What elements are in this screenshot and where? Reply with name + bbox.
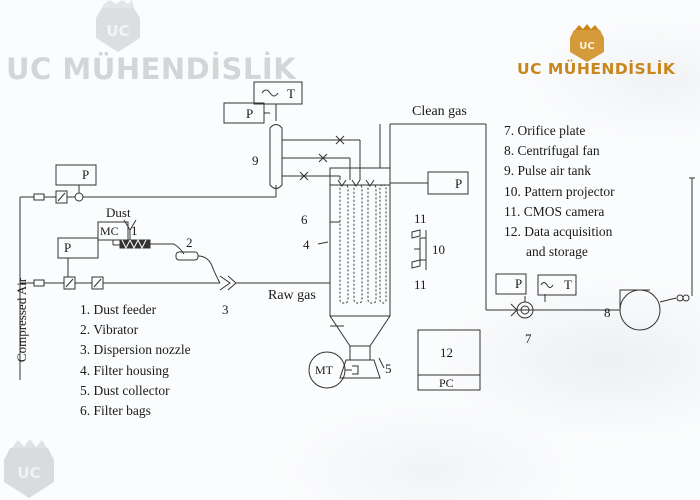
legend-item: 3. Dispersion nozzle xyxy=(80,342,191,358)
watermark-badge-bottom-text: UC xyxy=(17,464,40,482)
label-num-11-top: 11 xyxy=(414,211,427,226)
filter-housing xyxy=(329,167,391,379)
clean-gas-duct xyxy=(379,123,620,311)
label-num-2: 2 xyxy=(186,235,193,250)
pressure-gauge-tank xyxy=(223,102,265,124)
label-compressed-air: Compressed Air xyxy=(14,277,29,363)
pc-box xyxy=(417,329,481,391)
watermark-brand-gold: UC MÜHENDİSLİK xyxy=(517,60,676,78)
label-p-housing: P xyxy=(455,176,463,191)
label-num-9: 9 xyxy=(252,153,259,168)
label-num-12: 12 xyxy=(440,345,453,360)
label-t-orifice: T xyxy=(564,277,572,292)
label-raw-gas: Raw gas xyxy=(268,288,316,303)
pressure-gauge-orifice xyxy=(495,273,527,295)
label-mt: MT xyxy=(315,363,333,377)
label-num-8: 8 xyxy=(604,305,611,320)
pressure-gauge-upper xyxy=(55,164,97,186)
legend-item: 5. Dust collector xyxy=(80,382,170,398)
legend-item: 2. Vibrator xyxy=(80,322,139,338)
watermark-brand-gray: UC MÜHENDİSLİK xyxy=(6,52,297,86)
temperature-gauge-tank xyxy=(253,81,303,105)
dust-feeder xyxy=(97,219,185,255)
legend-right: 7. Orifice plate 8. Centrifugal fan 9. P… xyxy=(504,121,615,262)
upper-air-line xyxy=(33,185,270,204)
legend-item: 11. CMOS camera xyxy=(504,203,605,219)
label-pc: PC xyxy=(439,376,454,390)
label-mc: MC xyxy=(100,224,119,238)
orifice-plate xyxy=(510,294,546,319)
pulse-air-tank xyxy=(269,114,361,198)
lower-air-line xyxy=(33,258,220,290)
label-num-6: 6 xyxy=(301,212,308,227)
watermark-badge-gray-bottom: UC xyxy=(4,439,54,498)
filter-bags xyxy=(339,184,387,304)
label-num-4: 4 xyxy=(303,237,310,252)
dispersion-nozzle xyxy=(219,275,330,291)
label-t-tank: T xyxy=(287,86,295,101)
label-p-upper: P xyxy=(82,167,90,182)
pattern-projector-and-cameras xyxy=(411,229,427,270)
label-dust: Dust xyxy=(106,205,131,220)
watermark-badge-gold: UC xyxy=(570,24,604,62)
label-num-3: 3 xyxy=(222,302,229,317)
centrifugal-fan xyxy=(619,177,695,331)
label-num-11-bottom: 11 xyxy=(414,277,427,292)
legend-item: 1. Dust feeder xyxy=(80,302,157,317)
label-num-7: 7 xyxy=(525,331,532,346)
label-p-tank: P xyxy=(246,106,254,121)
legend-left: 1. Dust feeder 2. Vibrator 3. Dispersion… xyxy=(80,300,191,421)
legend-item: 9. Pulse air tank xyxy=(504,163,591,179)
legend-item: 6. Filter bags xyxy=(80,403,151,419)
watermark-badge-gray-top: UC xyxy=(96,0,140,52)
legend-item-continuation: and storage xyxy=(526,244,588,260)
legend-item: 4. Filter housing xyxy=(80,362,169,378)
label-clean-gas: Clean gas xyxy=(412,104,467,119)
legend-item: 12. Data acquisition xyxy=(504,224,613,240)
label-num-5: 5 xyxy=(385,361,392,376)
legend-item: 7. Orifice plate xyxy=(504,123,586,138)
label-num-1: 1 xyxy=(131,223,138,238)
watermark-badge-text: UC xyxy=(106,22,129,40)
label-num-10: 10 xyxy=(432,242,445,257)
watermark-badge-gold-text: UC xyxy=(579,41,594,52)
pulse-nozzles xyxy=(337,179,375,187)
label-p-lower: P xyxy=(64,240,72,255)
vibrator xyxy=(175,251,199,261)
legend-item: 10. Pattern projector xyxy=(504,183,615,199)
temperature-gauge-orifice xyxy=(537,274,577,296)
label-p-orifice: P xyxy=(515,276,523,291)
legend-item: 8. Centrifugal fan xyxy=(504,143,600,159)
